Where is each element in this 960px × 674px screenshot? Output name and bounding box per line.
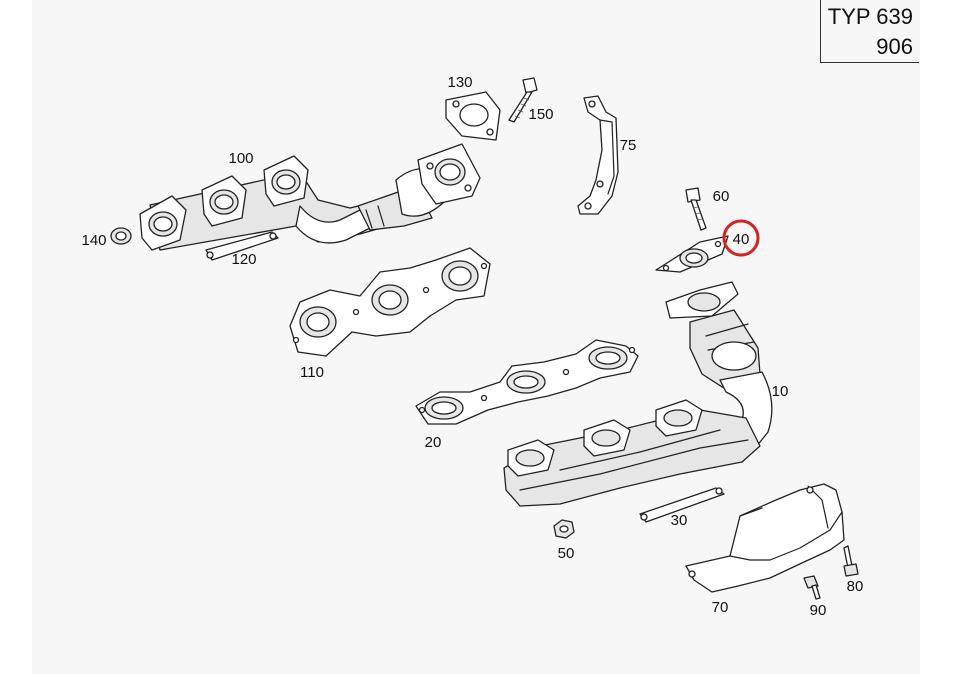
part-label-20[interactable]: 20 <box>425 434 442 451</box>
part-70-heat-shield[interactable] <box>685 483 845 593</box>
part-label-50[interactable]: 50 <box>558 545 575 562</box>
part-label-140[interactable]: 140 <box>81 232 106 249</box>
part-130-flange-gasket[interactable] <box>445 91 501 141</box>
part-40-flange-gasket[interactable] <box>655 235 729 273</box>
part-60-bolt[interactable] <box>685 187 707 231</box>
part-50-nut[interactable] <box>553 519 575 539</box>
part-30-bracket-strip[interactable] <box>639 487 725 523</box>
part-20-gasket-right[interactable] <box>415 339 639 425</box>
part-90-bolt[interactable] <box>803 575 821 600</box>
part-label-150[interactable]: 150 <box>528 106 553 123</box>
part-label-90[interactable]: 90 <box>810 602 827 619</box>
part-label-80[interactable]: 80 <box>847 578 864 595</box>
highlight-circle-part-40 <box>722 219 760 257</box>
type-number: 906 <box>876 34 913 59</box>
part-10-exhaust-manifold-right[interactable] <box>503 281 773 507</box>
part-label-10[interactable]: 10 <box>772 383 789 400</box>
type-number-box: TYP 639 906 <box>820 0 919 63</box>
part-label-120[interactable]: 120 <box>231 251 256 268</box>
part-label-40[interactable]: 40 <box>733 231 750 248</box>
part-140-nut[interactable] <box>110 227 132 245</box>
part-label-75[interactable]: 75 <box>620 137 637 154</box>
type-label: TYP 639 <box>827 4 913 29</box>
part-100-exhaust-manifold-left[interactable] <box>139 143 481 251</box>
part-label-70[interactable]: 70 <box>712 599 729 616</box>
part-label-110[interactable]: 110 <box>300 364 324 381</box>
part-75-support-bracket[interactable] <box>577 95 619 215</box>
part-label-60[interactable]: 60 <box>713 188 730 205</box>
part-110-gasket-left[interactable] <box>289 247 491 357</box>
part-label-130[interactable]: 130 <box>447 74 472 91</box>
part-150-bolt[interactable] <box>508 77 538 123</box>
part-label-100[interactable]: 100 <box>228 150 253 167</box>
part-80-bolt[interactable] <box>843 545 859 577</box>
part-label-30[interactable]: 30 <box>671 512 688 529</box>
part-120-bracket-strip[interactable] <box>205 231 279 261</box>
